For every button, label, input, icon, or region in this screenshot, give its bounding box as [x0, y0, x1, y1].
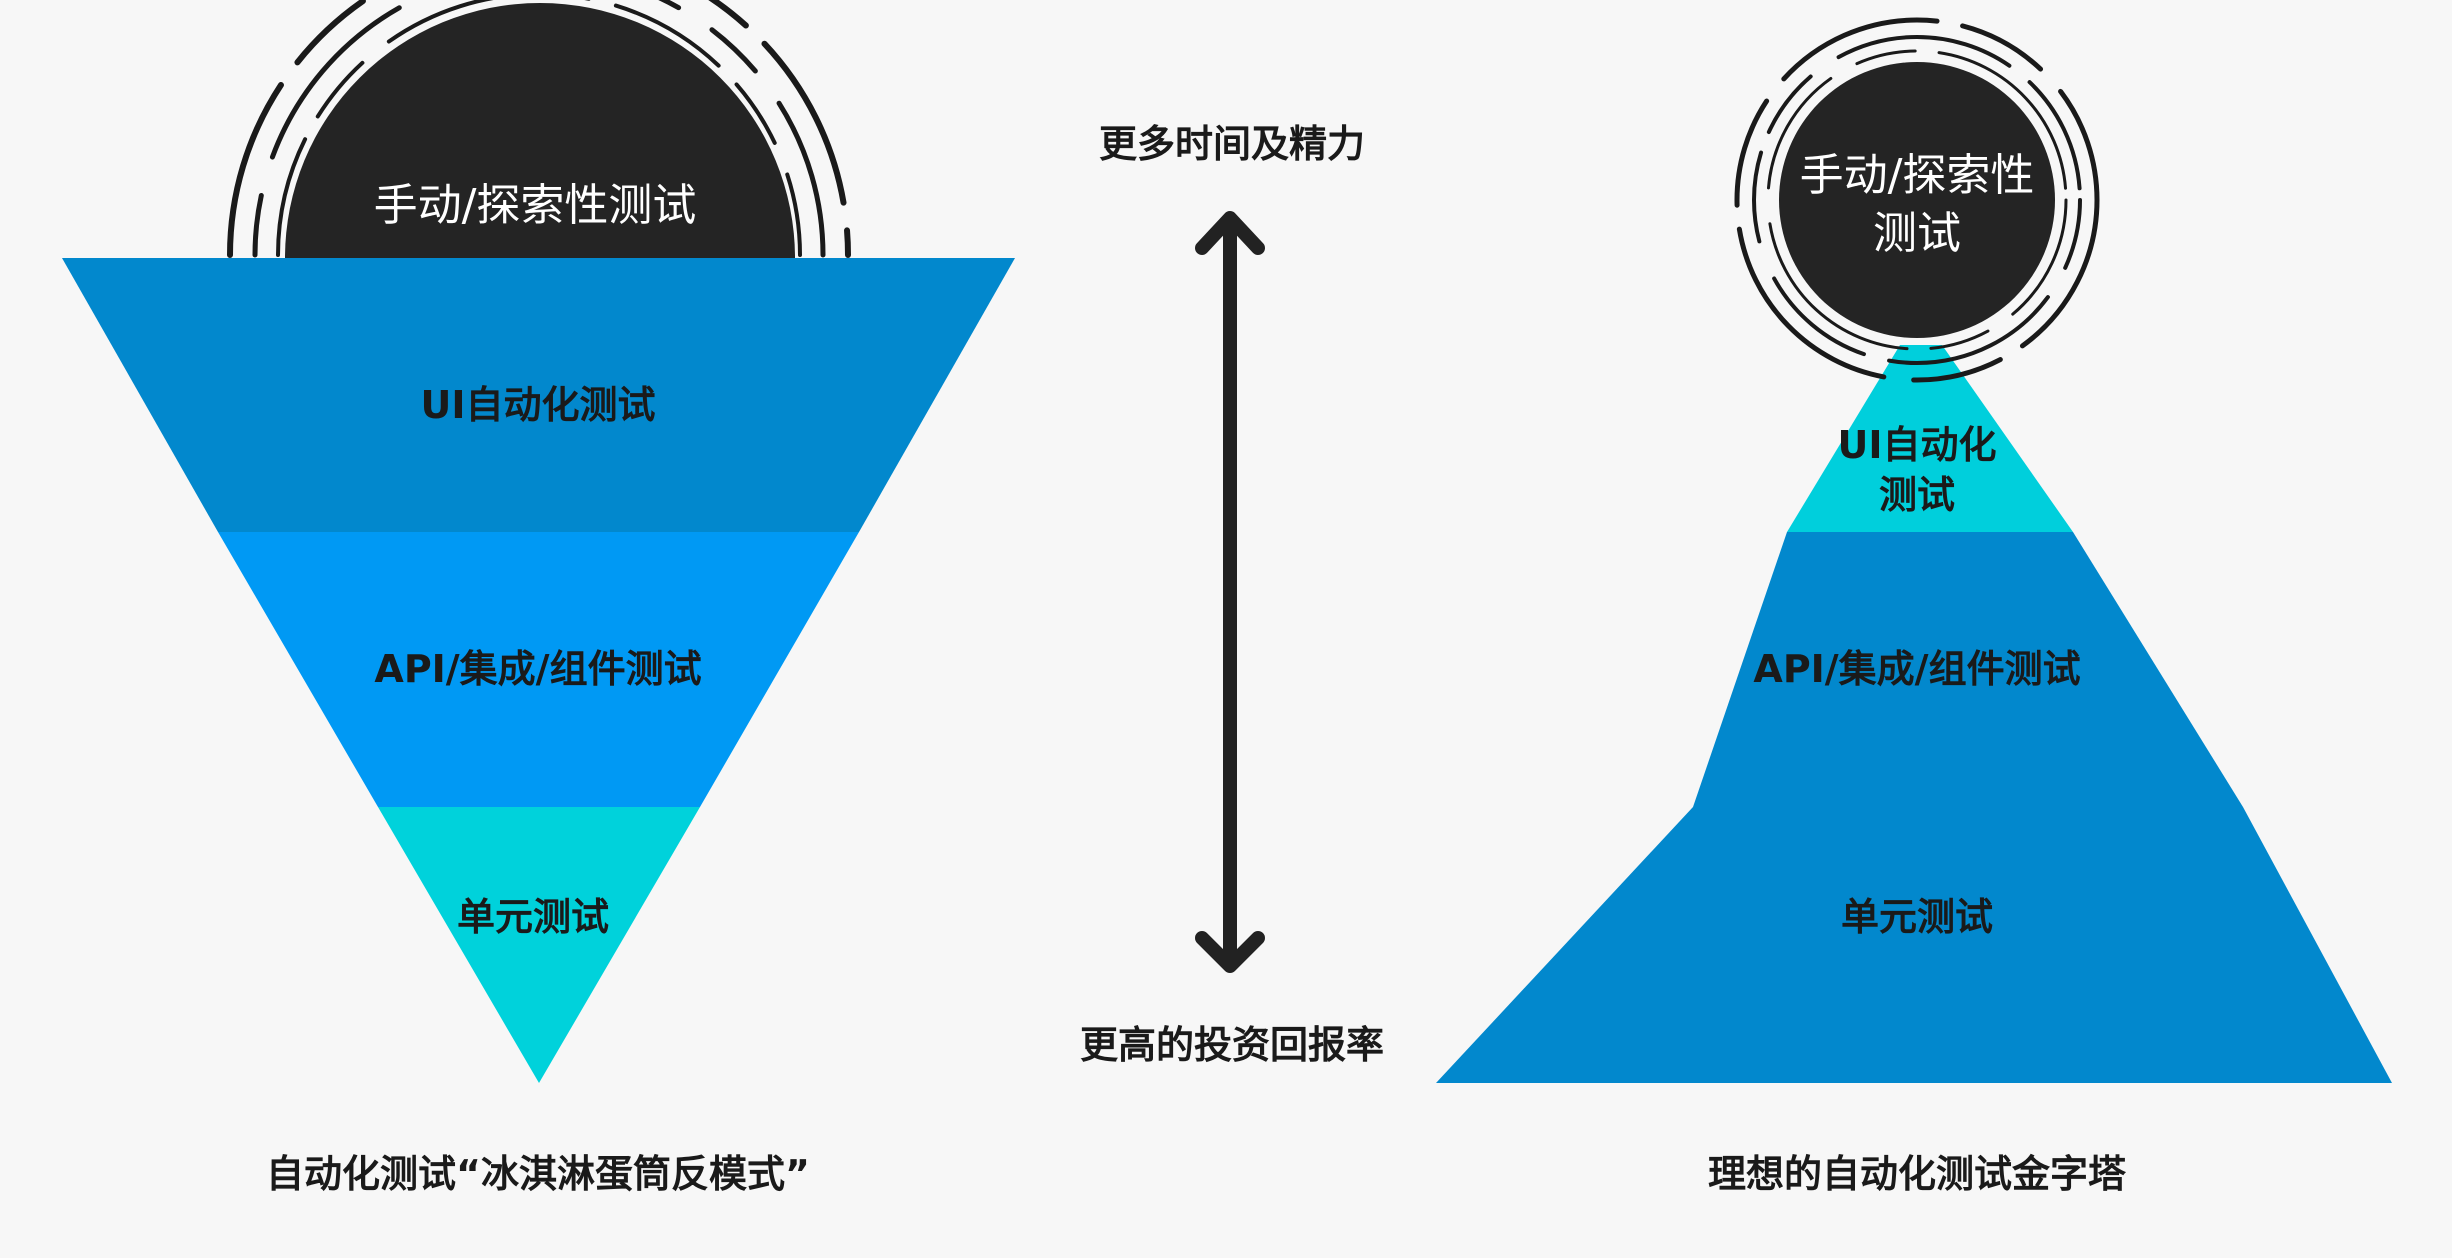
arrow-top-label: 更多时间及精力	[1099, 122, 1365, 166]
arrow-up-head-icon	[1195, 211, 1265, 255]
right-ball-label-line2: 测试	[1873, 208, 1961, 259]
left-layer-unit	[378, 807, 700, 1083]
ice-cream-cone-diagram: 手动/探索性测试 UI自动化测试 API/集成/组件测试 单元测试 自动化测试“…	[62, 0, 1015, 1196]
left-layer-api-label: API/集成/组件测试	[374, 647, 701, 691]
right-ball-label-line1: 手动/探索性	[1800, 150, 2035, 201]
right-layer-api	[1693, 532, 2243, 807]
right-caption: 理想的自动化测试金字塔	[1708, 1152, 2127, 1196]
left-layer-ui-label: UI自动化测试	[421, 383, 656, 427]
right-layer-ui-label-line2: 测试	[1879, 473, 1955, 517]
right-layer-unit-label: 单元测试	[1841, 895, 1993, 939]
left-caption: 自动化测试“冰淇淋蛋筒反模式”	[266, 1152, 810, 1196]
right-layer-unit	[1436, 807, 2392, 1083]
ball-swirl-rings	[1734, 17, 2100, 383]
arrow-down-head-icon	[1195, 931, 1265, 973]
effort-roi-arrow: 更多时间及精力 更高的投资回报率	[1080, 122, 1384, 1067]
manual-testing-scoop	[285, 3, 795, 258]
right-layer-ui-label-line1: UI自动化	[1838, 423, 1997, 467]
left-scoop-label: 手动/探索性测试	[374, 180, 697, 231]
left-layer-api	[218, 532, 859, 807]
ideal-pyramid-diagram: 手动/探索性 测试 UI自动化 测试 API/集成/组件测试 单元测试 理想的自…	[1436, 17, 2392, 1196]
right-layer-ui	[1787, 345, 2073, 532]
right-layer-api-label: API/集成/组件测试	[1753, 647, 2080, 691]
left-layer-ui	[62, 258, 1015, 532]
left-layer-unit-label: 单元测试	[457, 895, 609, 939]
manual-testing-ball	[1779, 62, 2055, 338]
arrow-bottom-label: 更高的投资回报率	[1080, 1023, 1384, 1067]
